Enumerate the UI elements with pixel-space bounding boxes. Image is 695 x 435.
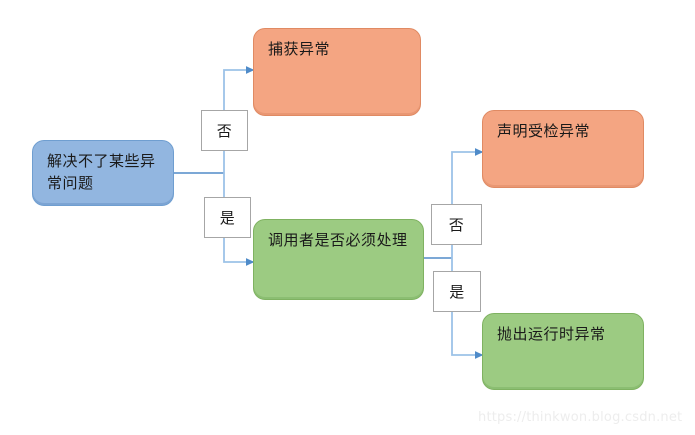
node-catch-exception[interactable]: 捕获异常 bbox=[253, 28, 421, 116]
node-declare-checked-exception[interactable]: 声明受检异常 bbox=[482, 110, 644, 188]
watermark-text: https://thinkwon.blog.csdn.net bbox=[478, 410, 683, 425]
edge-label-no-1: 否 bbox=[201, 110, 248, 151]
edge-label-yes-2: 是 bbox=[433, 271, 481, 312]
node-start[interactable]: 解决不了某些异常问题 bbox=[32, 140, 174, 206]
edge-label-yes-1: 是 bbox=[204, 197, 251, 238]
edge-label-no-2: 否 bbox=[431, 204, 482, 245]
node-caller-must-handle[interactable]: 调用者是否必须处理 bbox=[253, 219, 424, 300]
node-throw-runtime-exception[interactable]: 抛出运行时异常 bbox=[482, 313, 644, 390]
